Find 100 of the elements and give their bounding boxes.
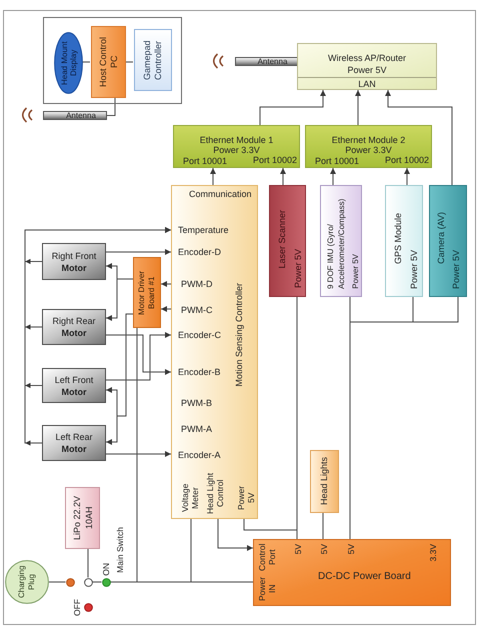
node-label: Antenna xyxy=(66,111,96,120)
port-label: Head Light Control xyxy=(205,471,225,515)
node-label: GPS Module xyxy=(393,212,404,264)
port-label: Power 5V xyxy=(236,484,256,512)
antenna-bar xyxy=(43,111,107,120)
arrow xyxy=(385,90,452,186)
motor-box xyxy=(42,425,106,461)
spec-label: Power 3.3V xyxy=(213,145,260,155)
arrow xyxy=(106,332,172,380)
arrow xyxy=(260,90,326,126)
node-label: Head Mount Display xyxy=(60,40,78,86)
connector-line xyxy=(106,96,116,116)
node-label: Laser Scanner xyxy=(277,210,288,269)
node-label: DC-DC Power Board xyxy=(318,571,411,583)
router-box xyxy=(297,43,437,90)
node-label: Motor Driver Board #1 xyxy=(137,270,157,317)
spec-label: Power 5V xyxy=(451,250,462,289)
side-label: OFF xyxy=(72,599,82,616)
node-label: Host Control PC xyxy=(98,36,120,90)
arrow xyxy=(280,168,286,186)
device-box xyxy=(310,450,339,513)
terminal-dot xyxy=(66,578,74,586)
arrow xyxy=(210,168,216,186)
node-label: 9 DOF IMU (Gyro/ Accelerometer/Compass) xyxy=(325,198,347,289)
port-label: Power IN xyxy=(257,576,277,603)
node-label: Wireless AP/Router xyxy=(328,53,406,64)
port-label: Port 10002 xyxy=(384,155,429,165)
node-label: Ethernet Module 2 xyxy=(332,135,406,145)
port-label: Encoder-A xyxy=(178,450,221,461)
arrow xyxy=(218,518,254,551)
arrow xyxy=(106,334,172,375)
node-label: Camera (AV) xyxy=(436,212,447,264)
switch-label: Main Switch xyxy=(115,527,125,573)
node-label: Right Rear Motor xyxy=(51,315,97,339)
spec-label: Power 3.3V xyxy=(345,145,392,155)
spec-label: Power 5V xyxy=(347,65,387,76)
port-label: Port 10002 xyxy=(252,155,297,165)
driver-board-box xyxy=(133,257,161,328)
node-label: Right Front Motor xyxy=(50,250,98,274)
motor-box xyxy=(42,309,106,345)
sensor-box xyxy=(320,185,362,297)
sensor-box xyxy=(269,185,306,297)
arrow xyxy=(106,314,134,445)
connector-line xyxy=(244,518,298,540)
terminal-dot xyxy=(84,578,92,586)
node-label: Head Lights xyxy=(319,457,330,506)
motor-box xyxy=(42,368,106,403)
arrow xyxy=(106,451,172,457)
port-label: Encoder-C xyxy=(178,330,222,341)
circle-node xyxy=(5,560,49,604)
terminal-dot xyxy=(84,602,92,612)
enclosure-frame xyxy=(43,17,182,104)
port-label: Communication xyxy=(189,189,252,200)
node-label: Antenna xyxy=(258,57,288,66)
port-label: 3.3V xyxy=(428,544,438,562)
spec-label: Power 5V xyxy=(409,250,420,289)
spec-label: Power 5V xyxy=(293,248,304,288)
port-label: Port 10001 xyxy=(183,156,228,166)
port-label: PWM-D xyxy=(181,279,212,290)
controller-box xyxy=(171,185,258,519)
module-box xyxy=(305,125,432,168)
port-label: Voltage Meter xyxy=(180,482,200,514)
port-label: 5V xyxy=(293,544,303,554)
motor-box xyxy=(42,243,106,280)
port-label: PWM-C xyxy=(181,305,212,316)
node-label: Gamepad Controller xyxy=(142,39,164,82)
port-label: PWM-A xyxy=(181,424,212,435)
port-label: LAN xyxy=(358,79,376,90)
arrow xyxy=(24,227,172,444)
spec-label: Power 5V xyxy=(350,254,361,289)
port-label: Temperature xyxy=(178,225,229,236)
node-label: Ethernet Module 1 xyxy=(200,135,274,145)
sensor-box xyxy=(429,185,467,297)
device-box xyxy=(134,29,172,91)
node-label: Left Rear Motor xyxy=(54,431,94,455)
antenna-bar xyxy=(235,57,298,66)
connector-line xyxy=(322,512,324,540)
port-label: Encoder-D xyxy=(178,247,222,258)
node-label: Charging Plug xyxy=(17,564,37,600)
arrow xyxy=(404,168,410,186)
module-box xyxy=(173,125,300,168)
port-label: 5V xyxy=(346,544,356,554)
arrow xyxy=(160,306,172,312)
device-box xyxy=(91,26,126,98)
title-label: Motion Sensing Controller xyxy=(234,283,245,387)
arrow xyxy=(355,90,361,126)
port-label: Port 10001 xyxy=(315,156,360,166)
battery-box xyxy=(65,487,100,549)
sensor-box xyxy=(385,185,423,297)
node-label: Left Front Motor xyxy=(54,374,94,398)
side-label: ON xyxy=(101,563,111,576)
port-label: Encoder-B xyxy=(178,367,221,378)
terminal-dot xyxy=(102,578,110,586)
arrow xyxy=(160,281,172,287)
arrow xyxy=(106,278,134,321)
arrow xyxy=(106,249,172,255)
node-label: LiPo 22.2V 10AH xyxy=(70,494,94,542)
ellipse-node xyxy=(54,32,83,94)
arrow xyxy=(330,168,336,186)
connector-line xyxy=(110,518,192,582)
